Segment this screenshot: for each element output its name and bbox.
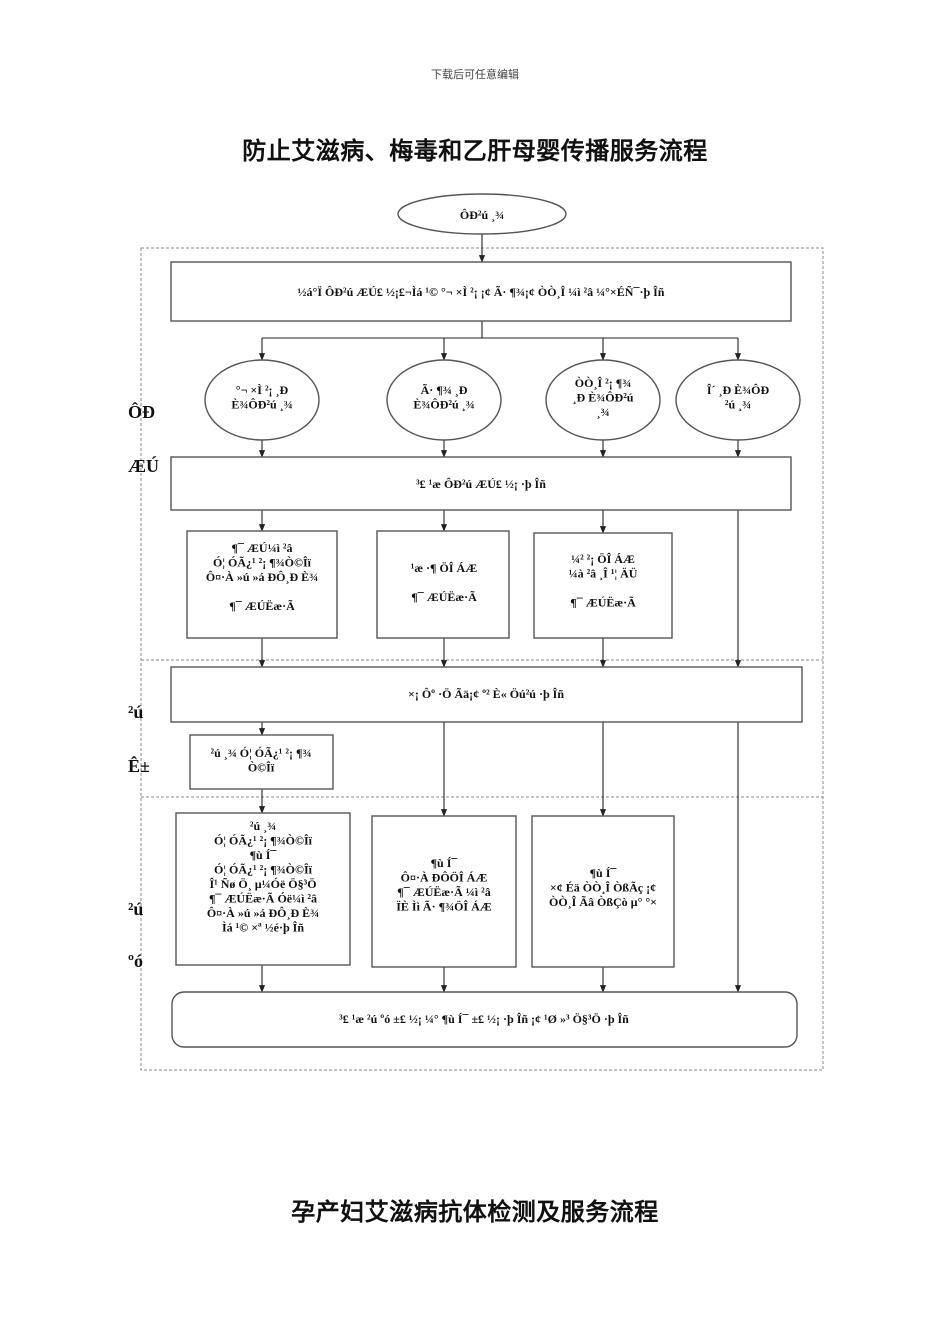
final-node-text: ³£ ¹æ ²ú ºó ±£ ½¡ ¼° ¶ù Í¯ ±£ ½¡ ·þ Îñ ¡… bbox=[339, 1012, 629, 1026]
node-text-line: ÒÒ¸Î Ãâ ÒßÇò µ° °× bbox=[549, 895, 657, 909]
stage-label-labor-2: Ê± bbox=[128, 755, 150, 776]
node-text-line: ¶¯ ÆÚËæ·Ã Óë¼ì ²â bbox=[209, 892, 317, 906]
stage-label-labor-1: ²ú bbox=[128, 702, 143, 722]
node-text-line: ¶¯ ÆÚËæ·Ã bbox=[570, 596, 636, 610]
node-text-line: Ô¤·À »ú »á ÐÔ¸Ð È¾ bbox=[206, 570, 318, 584]
node-text-line: ÏÈ Ìì Ã· ¶¾ÖÎ ÁÆ bbox=[396, 900, 492, 914]
final-node: ³£ ¹æ ²ú ºó ±£ ½¡ ¼° ¶ù Í¯ ±£ ½¡ ·þ Îñ ¡… bbox=[171, 991, 798, 1048]
node-text-line: ¶¯ ÆÚËæ·Ã bbox=[229, 599, 295, 613]
node-text-line: ×¡ Ôº ·Ö Ãä¡¢ º² È« Öú²ú ·þ Îñ bbox=[408, 687, 564, 701]
node-text-line: ²ú ¸¾ Ó¦ ÓÃ¿¹ ²¡ ¶¾ bbox=[211, 746, 312, 760]
node-text-line: Î¹ Ñø Ö¸ µ¼Óë Ö§³Ö bbox=[209, 877, 316, 891]
node-text-line: È¾ÔÐ²ú ¸¾ bbox=[413, 398, 474, 412]
node-text-line: ¶¯ ÆÚ¼ì ²â bbox=[231, 541, 292, 555]
node-text-line: ³£ ¹æ ²ú ºó ±£ ½¡ ¼° ¶ù Í¯ ±£ ½¡ ·þ Îñ ¡… bbox=[339, 1012, 629, 1026]
node-text-line: Ô¤·À »ú »á ÐÔ¸Ð È¾ bbox=[207, 906, 319, 920]
stage-labels: ÔÐ ÆÚ ²ú Ê± ²ú ºó bbox=[128, 401, 159, 971]
routine-care-node: ³£ ¹æ ÔÐ²ú ÆÚ£ ½¡ ·þ Îñ bbox=[170, 456, 792, 511]
pregnancy-service-syphilis: ¹æ ·¶ ÖÎ ÁÆ ¶¯ ÆÚËæ·Ã bbox=[376, 530, 510, 639]
stage-label-pregnancy-1: ÔÐ bbox=[128, 401, 155, 422]
node-text-line: È¾ÔÐ²ú ¸¾ bbox=[231, 398, 292, 412]
branch-hepb: ÒÒ¸Î ²¡ ¶¾¸Ð È¾ÔÐ²ú¸¾ bbox=[545, 359, 661, 441]
delivery-node: ×¡ Ôº ·Ö Ãä¡¢ º² È« Öú²ú ·þ Îñ bbox=[170, 666, 803, 723]
node-text-line: ½á°Ï ÔÐ²ú ÆÚ£ ½¡£¬Ìá ¹© °¬ ×Ì ²¡ ¡¢ Ã· ¶… bbox=[298, 285, 665, 299]
page-title: 防止艾滋病、梅毒和乙肝母婴传播服务流程 bbox=[242, 137, 708, 165]
node-text-line: ³£ ¹æ ÔÐ²ú ÆÚ£ ½¡ ·þ Îñ bbox=[416, 477, 546, 491]
routine-care-text: ³£ ¹æ ÔÐ²ú ÆÚ£ ½¡ ·þ Îñ bbox=[416, 477, 546, 491]
node-text-line: Ô¤·À ÐÔÖÎ ÁÆ bbox=[401, 871, 488, 885]
node-text-line: ²ú ¸¾ bbox=[250, 819, 276, 833]
node-text-line: ¸¾ bbox=[597, 405, 610, 419]
intake-node: ½á°Ï ÔÐ²ú ÆÚ£ ½¡£¬Ìá ¹© °¬ ×Ì ²¡ ¡¢ Ã· ¶… bbox=[170, 261, 792, 322]
intake-node-text: ½á°Ï ÔÐ²ú ÆÚ£ ½¡£¬Ìá ¹© °¬ ×Ì ²¡ ¡¢ Ã· ¶… bbox=[298, 285, 665, 299]
node-text-line: Î´ ¸Ð È¾ÔÐ bbox=[707, 383, 770, 397]
node-text-line: Ó¦ ÓÃ¿¹ ²¡ ¶¾Ò©Îï bbox=[213, 556, 312, 570]
stage-label-postpartum-2: ºó bbox=[128, 951, 143, 971]
node-text-line: ×¢ Éä ÒÒ¸Î ÒßÃç ¡¢ bbox=[550, 881, 656, 895]
start-node: ÔÐ²ú ¸¾ bbox=[397, 193, 567, 235]
stage-label-pregnancy-2: ÆÚ bbox=[128, 455, 159, 476]
delivery-node-text: ×¡ Ôº ·Ö Ãä¡¢ º² È« Öú²ú ·þ Îñ bbox=[408, 687, 564, 701]
postpartum-service-hepb-text: ¶ù Í¯×¢ Éä ÒÒ¸Î ÒßÃç ¡¢ÒÒ¸Î Ãâ ÒßÇò µ° °… bbox=[549, 866, 657, 909]
node-text-line: ¸Ð È¾ÔÐ²ú bbox=[573, 391, 634, 405]
start-node-text: ÔÐ²ú ¸¾ bbox=[460, 208, 504, 222]
connectors bbox=[258, 234, 742, 993]
node-text-line: ¶¯ ÆÚËæ·Ã bbox=[411, 590, 477, 604]
node-text-line: ¼² ²¡ ÖÎ ÁÆ bbox=[571, 552, 635, 566]
node-text-line: ¶ù Í¯ bbox=[250, 848, 278, 862]
pregnancy-service-syphilis-text: ¹æ ·¶ ÖÎ ÁÆ ¶¯ ÆÚËæ·Ã bbox=[411, 561, 477, 604]
node-text-line: Ã· ¶¾ ¸Ð bbox=[421, 383, 468, 397]
download-watermark: 下载后可任意编辑 bbox=[431, 68, 519, 81]
node-text-line: ¶ù Í¯ bbox=[590, 866, 618, 880]
node-text-line: Ò©Îï bbox=[248, 761, 275, 775]
node-text-line: Ó¦ ÓÃ¿¹ ²¡ ¶¾Ò©Îï bbox=[214, 834, 313, 848]
node-text-line: Ó¦ ÓÃ¿¹ ²¡ ¶¾Ò©Îï bbox=[214, 863, 313, 877]
node-text-line: ¼à ²â ¸Î ¹¦ ÄÜ bbox=[569, 567, 638, 581]
node-text-line: ÒÒ¸Î ²¡ ¶¾ bbox=[575, 376, 631, 390]
node-text-line: ¶¯ ÆÚËæ·Ã ¼ì ²â bbox=[397, 885, 490, 899]
node-text-line: ÔÐ²ú ¸¾ bbox=[460, 208, 504, 222]
next-section-title: 孕产妇艾滋病抗体检测及服务流程 bbox=[291, 1198, 659, 1226]
node-text-line: ¹æ ·¶ ÖÎ ÁÆ bbox=[411, 561, 477, 575]
node-text-line: ¶ù Í¯ bbox=[431, 856, 459, 870]
stage-label-postpartum-1: ²ú bbox=[128, 899, 143, 919]
node-text-line: ²ú ¸¾ bbox=[725, 398, 751, 412]
postpartum-service-hepb: ¶ù Í¯×¢ Éä ÒÒ¸Î ÒßÃç ¡¢ÒÒ¸Î Ãâ ÒßÇò µ° °… bbox=[531, 815, 675, 968]
branch-hepb-text: ÒÒ¸Î ²¡ ¶¾¸Ð È¾ÔÐ²ú¸¾ bbox=[573, 376, 634, 419]
node-text-line: °¬ ×Ì ²¡ ¸Ð bbox=[236, 383, 289, 397]
node-text-line: Ìá ¹© ×ª ½é·þ Îñ bbox=[222, 921, 304, 935]
